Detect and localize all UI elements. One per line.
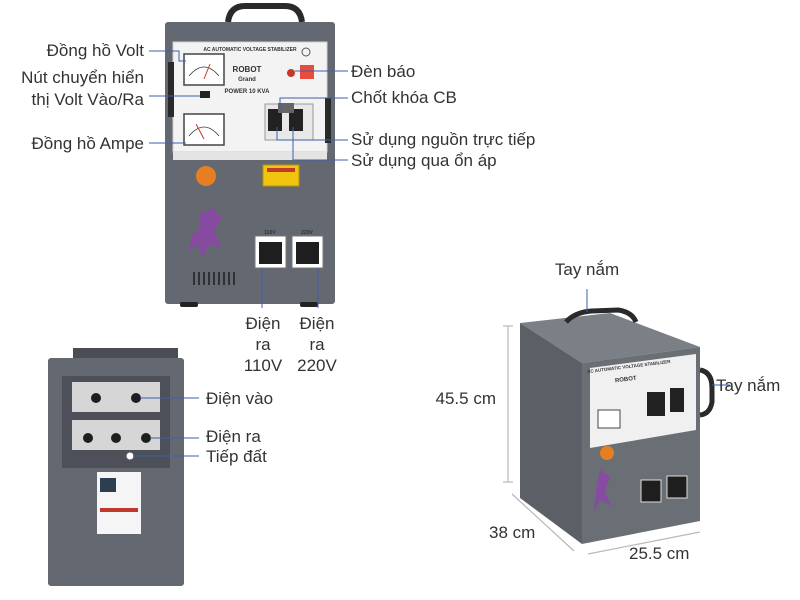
back-output-terminal-2 (111, 433, 121, 443)
side-top-handle (564, 307, 639, 324)
back-ground-terminal (125, 451, 135, 461)
front-top-handle (225, 3, 305, 23)
front-vents (193, 272, 235, 285)
front-brand-sub: Grand (238, 77, 256, 83)
front-power: POWER 10 KVA (225, 89, 271, 95)
svg-text:ROBOT: ROBOT (615, 376, 638, 385)
side-view: AC AUTOMATIC VOLTAGE STABILIZER ROBOT (503, 289, 730, 555)
callout-cb-lock: Chốt khóa CB (351, 88, 457, 107)
back-output-terminal-3 (141, 433, 151, 443)
callout-handle-top: Tay nắm (554, 260, 620, 279)
callout-via-stabilizer: Sử dụng qua ổn áp (351, 151, 497, 170)
back-input-terminal-1 (91, 393, 101, 403)
callout-output-110-line2: ra (255, 335, 271, 354)
front-indicator-light (287, 69, 295, 77)
front-panel-title: AC AUTOMATIC VOLTAGE STABILIZER (203, 47, 297, 53)
callout-ground: Tiếp đất (206, 447, 267, 466)
callout-power-out: Điện ra (206, 427, 261, 446)
callout-volt-meter: Đồng hồ Volt (46, 41, 144, 60)
callout-output-220-line1: Điện (299, 314, 335, 333)
front-brand: ROBOT (233, 65, 262, 74)
callout-handle-side: Tay nắm (716, 376, 781, 395)
dimension-depth: 38 cm (489, 523, 536, 542)
callout-ampe-meter: Đồng hồ Ampe (31, 134, 144, 153)
front-robot-figure (188, 208, 222, 258)
side-right-handle (699, 367, 715, 418)
svg-text:110V: 110V (264, 230, 276, 236)
side-top-face (520, 313, 700, 363)
front-volt-meter (183, 53, 225, 86)
front-warranty-badge (196, 166, 216, 186)
callout-volt-switch-line2: thị Volt Vào/Ra (31, 90, 144, 109)
callout-output-220-line3: 220V (297, 356, 337, 375)
svg-text:220V: 220V (301, 230, 313, 236)
callout-direct-power: Sử dụng nguồn trực tiếp (351, 130, 536, 149)
callout-output-110-line3: 110V (243, 356, 283, 375)
dimension-height: 45.5 cm (435, 389, 496, 408)
callout-volt-switch-line1: Nút chuyển hiển (21, 68, 144, 87)
side-dimension-lines (503, 325, 701, 555)
front-view: AC AUTOMATIC VOLTAGE STABILIZER ROBOT Gr… (149, 3, 348, 308)
front-leader-lines (149, 50, 348, 308)
front-ampe-meter (183, 113, 225, 146)
side-left-face (520, 323, 582, 544)
back-view (48, 348, 199, 586)
callout-indicator-light: Đèn báo (351, 62, 416, 81)
back-output-terminal-1 (83, 433, 93, 443)
front-volt-switch (200, 91, 210, 98)
callout-output-110-line1: Điện (245, 314, 281, 333)
back-input-terminal-2 (131, 393, 141, 403)
callout-output-220-line2: ra (309, 335, 325, 354)
callout-power-in: Điện vào (206, 389, 274, 408)
dimension-width: 25.5 cm (629, 544, 690, 563)
